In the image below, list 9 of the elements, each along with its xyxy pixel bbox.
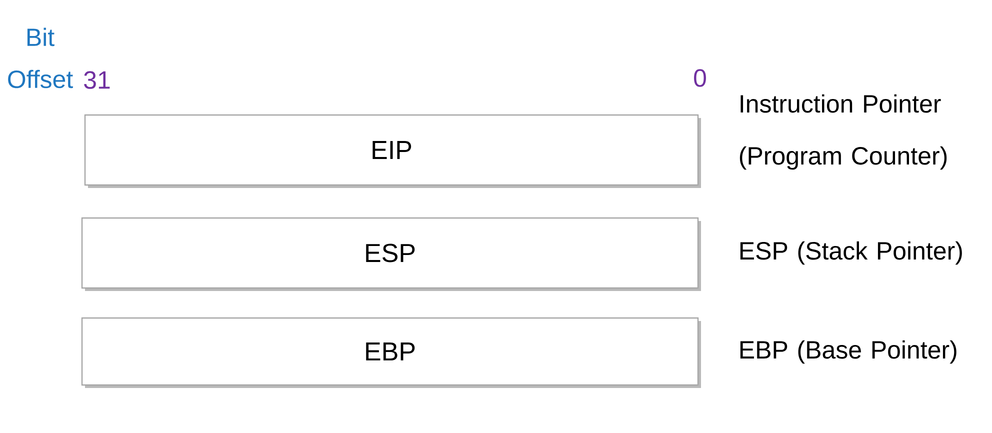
register-box: ESP xyxy=(81,217,701,291)
register-description: ESP (Stack Pointer) xyxy=(740,241,962,265)
register-description: Instruction Pointer (Program Counter) xyxy=(740,94,947,170)
bit-number: 31 xyxy=(84,71,110,89)
register-description: EBP (Base Pointer) xyxy=(740,340,956,364)
bit-number: 0 xyxy=(694,69,706,87)
register-box: EIP xyxy=(84,114,701,188)
bit-offset-label: Bit Offset xyxy=(8,28,73,88)
register-box: EBP xyxy=(81,317,701,388)
